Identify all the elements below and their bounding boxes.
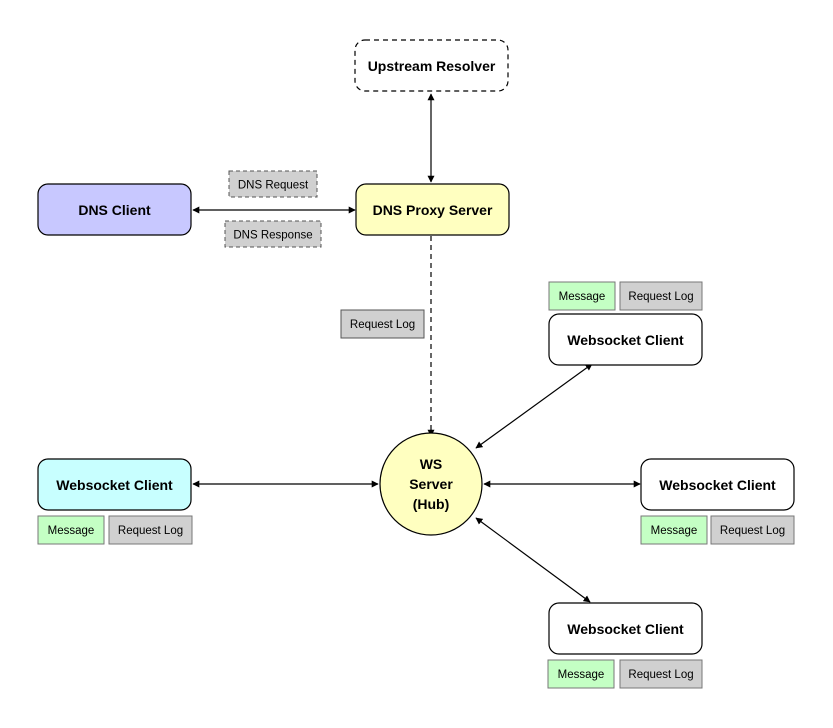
ws-client-bottom-node: Websocket Client — [548, 602, 703, 655]
ws-server-hub-node: WS Server (Hub) — [379, 432, 483, 536]
dns-response-tag: DNS Response — [224, 220, 322, 248]
ws-client-top-right-message-tag: Message — [548, 281, 616, 311]
ws-client-top-right-node: Websocket Client — [548, 313, 703, 366]
ws-client-bottom-message-tag: Message — [547, 659, 615, 689]
proxy-request-log-label: Request Log — [350, 319, 415, 331]
ws-client-right-label: Websocket Client — [659, 477, 776, 493]
ws-client-bottom-request-log-tag: Request Log — [619, 659, 703, 689]
dns-proxy-server-label: DNS Proxy Server — [373, 202, 493, 218]
dns-client-node: DNS Client — [37, 183, 192, 236]
hub-label-line-3: (Hub) — [413, 496, 450, 512]
ws-client-bottom-label: Websocket Client — [567, 621, 684, 637]
ws-client-right-message-tag: Message — [640, 515, 708, 545]
upstream-resolver-label: Upstream Resolver — [368, 58, 496, 74]
ws-client-left-node: Websocket Client — [37, 458, 192, 511]
edge-hub-client-bottom — [475, 517, 591, 603]
dns-request-label: DNS Request — [238, 180, 309, 192]
edge-hub-client-top-right — [475, 363, 593, 449]
ws-client-bottom-request-log-label: Request Log — [628, 669, 693, 681]
ws-client-top-right-request-log-label: Request Log — [628, 291, 693, 303]
ws-client-left-message-tag: Message — [37, 515, 105, 545]
ws-client-top-right-message-label: Message — [559, 291, 606, 303]
ws-client-bottom-message-label: Message — [558, 669, 605, 681]
dns-response-label: DNS Response — [233, 230, 312, 242]
upstream-resolver-node: Upstream Resolver — [354, 39, 509, 92]
ws-client-right-node: Websocket Client — [640, 458, 795, 511]
ws-client-left-request-log-label: Request Log — [118, 525, 183, 537]
hub-label-line-2: Server — [409, 476, 453, 492]
ws-client-left-label: Websocket Client — [56, 477, 173, 493]
dns-proxy-server-node: DNS Proxy Server — [355, 183, 510, 236]
ws-client-top-right-request-log-tag: Request Log — [619, 281, 703, 311]
proxy-request-log-tag: Request Log — [340, 309, 425, 339]
ws-client-top-right-label: Websocket Client — [567, 332, 684, 348]
dns-client-label: DNS Client — [78, 202, 151, 218]
ws-client-left-message-label: Message — [48, 525, 95, 537]
ws-client-right-message-label: Message — [651, 525, 698, 537]
hub-label-line-1: WS — [420, 456, 443, 472]
ws-client-right-request-log-label: Request Log — [720, 525, 785, 537]
ws-client-right-request-log-tag: Request Log — [710, 515, 795, 545]
ws-client-left-request-log-tag: Request Log — [108, 515, 193, 545]
dns-request-tag: DNS Request — [228, 170, 318, 198]
